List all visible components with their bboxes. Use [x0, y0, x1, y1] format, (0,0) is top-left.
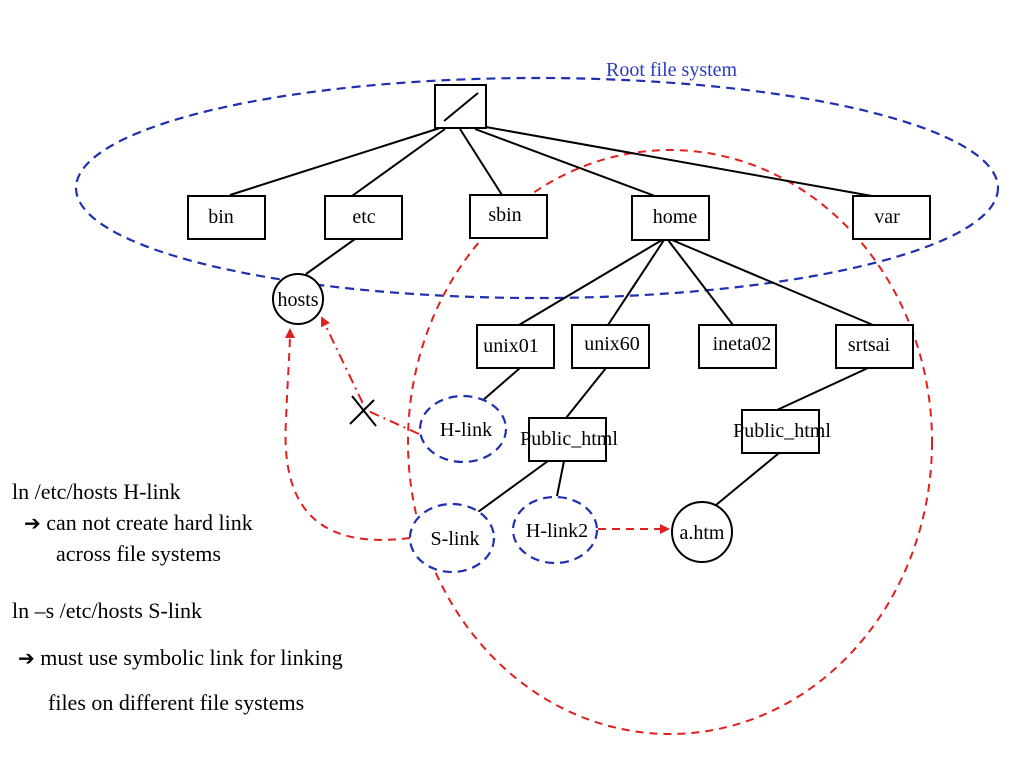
link-h-link: H-link: [418, 394, 508, 464]
edge-public-hlink2: [556, 460, 565, 497]
root-file-system-boundary: [74, 76, 1000, 300]
dir-public-html-srtsai: Public_html: [733, 409, 831, 454]
edge-unix01-hlink: [481, 367, 521, 402]
svg-text:H-link2: H-link2: [526, 520, 588, 542]
dir-sbin: sbin: [469, 194, 548, 239]
svg-text:ineta02: ineta02: [713, 333, 772, 355]
dir-unix01: unix01: [476, 324, 555, 369]
svg-text:hosts: hosts: [277, 289, 318, 311]
dir-srtsai: srtsai: [835, 324, 914, 369]
dir-var: var: [852, 195, 931, 240]
svg-text:etc: etc: [352, 206, 375, 228]
edge-unix60-public: [565, 367, 607, 419]
svg-text:H-link: H-link: [440, 419, 492, 441]
svg-text:sbin: sbin: [488, 204, 521, 226]
root-node: [434, 84, 487, 129]
svg-text:a.htm: a.htm: [680, 522, 725, 544]
edge-home-ineta02: [667, 239, 734, 326]
right-arrow-icon: ➔: [24, 511, 41, 535]
svg-text:S-link: S-link: [431, 528, 480, 550]
edge-home-unix60: [607, 239, 665, 326]
hard-link-blocked-mark: [349, 395, 377, 427]
edge-etc-hosts: [305, 238, 356, 275]
command-hard-link: ln /etc/hosts H-link: [12, 479, 181, 504]
symbolic-link-result-line-1: ➔ must use symbolic link for linking: [18, 645, 343, 671]
hard-link-result-text: can not create hard link: [46, 510, 253, 535]
edge-root-bin: [229, 127, 441, 196]
root-file-system-label: Root file system: [606, 59, 738, 81]
svg-text:srtsai: srtsai: [848, 334, 891, 356]
symbolic-link-result-text: must use symbolic link for linking: [40, 645, 343, 670]
edge-root-home: [474, 128, 656, 197]
svg-text:unix01: unix01: [483, 335, 539, 357]
svg-text:Public_html: Public_html: [520, 428, 618, 450]
dir-unix60: unix60: [571, 324, 650, 369]
dir-home: home: [631, 195, 710, 241]
hard-link-result-line-2: across file systems: [56, 541, 221, 566]
edge-home-unix01: [518, 239, 663, 326]
file-hosts: hosts: [272, 273, 324, 325]
dir-ineta02: ineta02: [698, 324, 777, 369]
edge-root-var: [485, 126, 873, 197]
second-file-system-boundary: [407, 149, 933, 735]
symbolic-link-arrow: [284, 328, 411, 541]
svg-text:unix60: unix60: [584, 333, 640, 355]
edge-public-slink: [477, 460, 549, 513]
symbolic-link-result-line-2: files on different file systems: [48, 690, 305, 715]
svg-text:bin: bin: [208, 206, 234, 228]
link-s-link: S-link: [408, 502, 496, 574]
command-symbolic-link: ln –s /etc/hosts S-link: [12, 598, 203, 623]
root-slash-symbol: [443, 92, 479, 122]
hard-link-result-line-1: ➔ can not create hard link: [24, 510, 253, 536]
dir-bin: bin: [187, 195, 266, 240]
svg-text:Public_html: Public_html: [733, 420, 831, 442]
dir-public-html-unix60: Public_html: [520, 417, 618, 462]
edge-root-etc: [351, 128, 446, 197]
tree-edges: [229, 126, 874, 513]
svg-text:var: var: [874, 206, 900, 228]
hard-link-attempt-arrow: [320, 316, 420, 435]
edge-root-sbin: [459, 128, 503, 196]
svg-text:home: home: [653, 206, 698, 228]
edge-srtsai-public: [776, 367, 869, 411]
dir-etc: etc: [324, 195, 403, 240]
file-a-htm: a.htm: [671, 501, 733, 563]
edge-home-srtsai: [671, 239, 874, 326]
edge-public2-ahtm: [715, 452, 780, 506]
link-h-link2: H-link2: [511, 495, 599, 565]
right-arrow-icon: ➔: [18, 646, 35, 670]
